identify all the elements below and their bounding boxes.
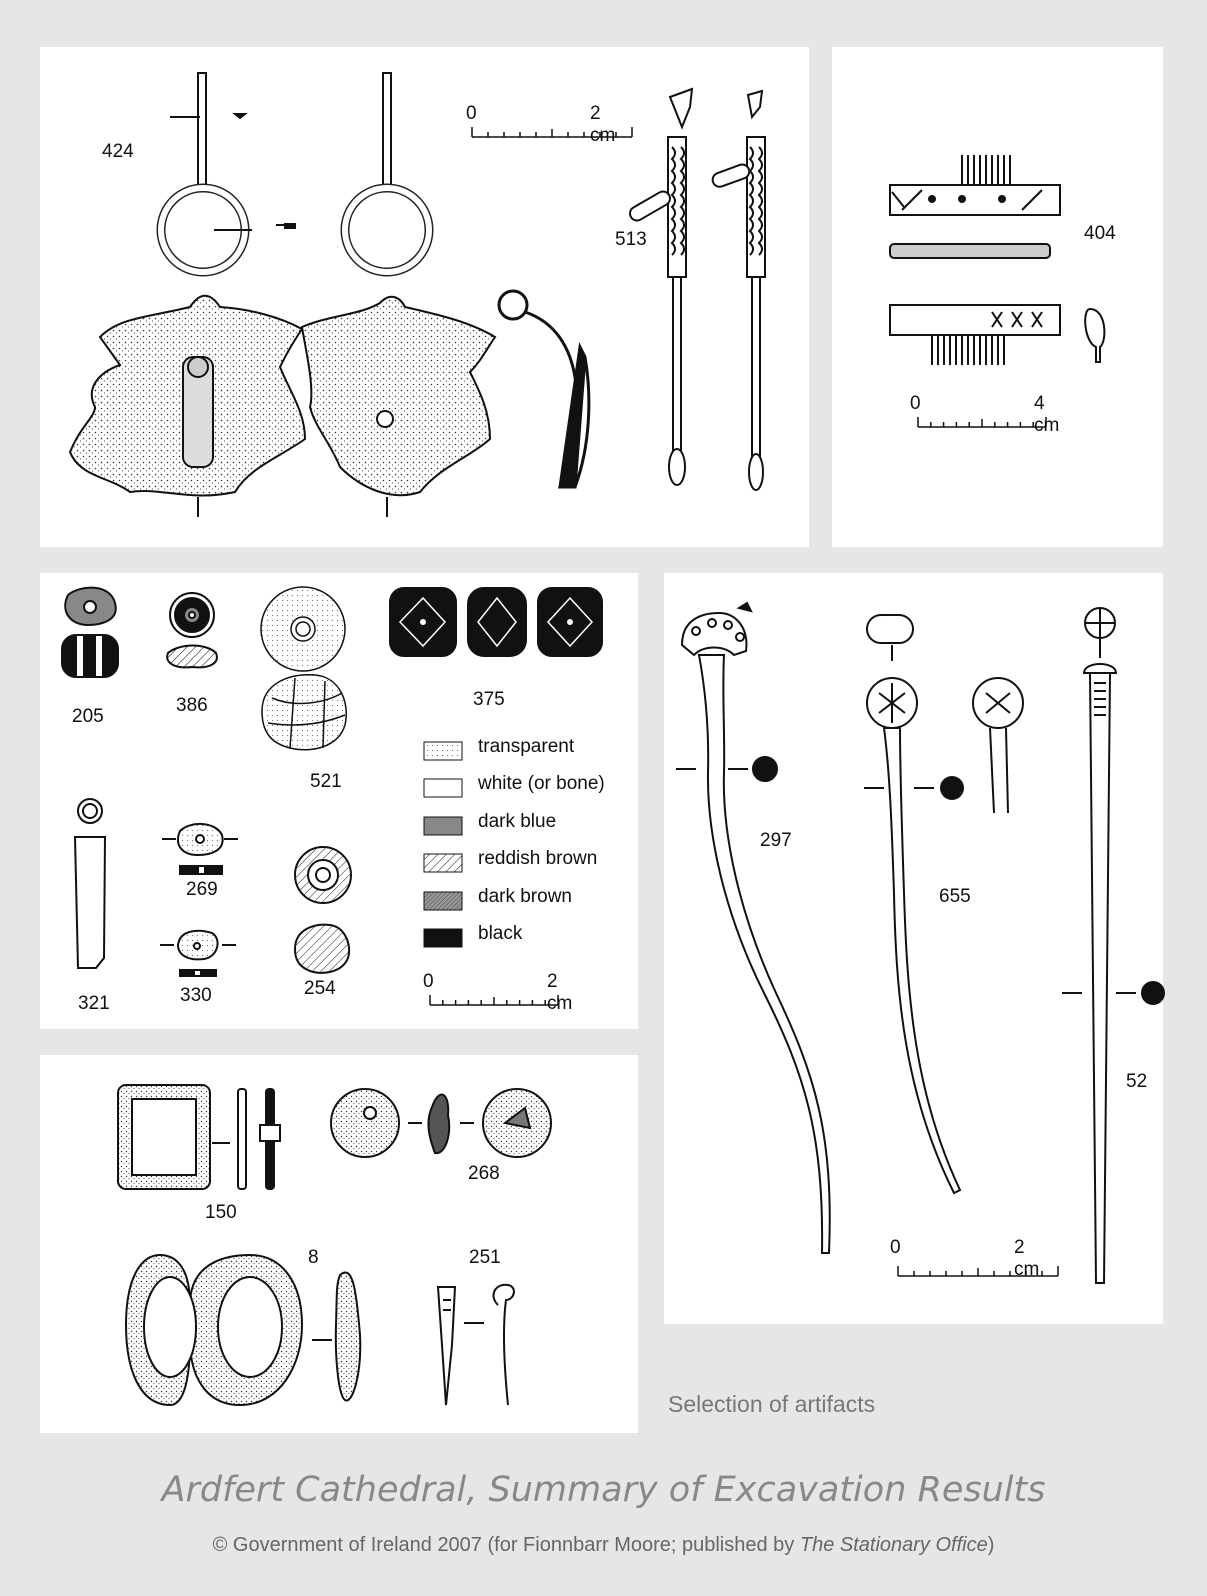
scale-d-end: 2 cm — [1014, 1237, 1040, 1280]
label-52: 52 — [1126, 1071, 1148, 1092]
bead-330 — [160, 929, 236, 977]
clip-profile — [497, 289, 591, 489]
label-269: 269 — [186, 879, 218, 900]
label-321: 321 — [78, 993, 110, 1014]
label-8: 8 — [308, 1247, 319, 1268]
badge-424-front — [68, 72, 307, 517]
scale-bar-d — [897, 1266, 1059, 1277]
legend: transparent white (or bone) dark blue re… — [478, 736, 605, 944]
scale-bar-b — [917, 417, 1047, 428]
label-297: 297 — [760, 830, 792, 851]
pin-251 — [436, 1283, 515, 1406]
bead-269 — [162, 823, 238, 875]
scale-bar-a — [471, 127, 633, 138]
button-268 — [330, 1088, 552, 1158]
bead-521 — [260, 586, 347, 751]
scale-d-start: 0 — [890, 1237, 901, 1258]
pin-513-side — [711, 89, 766, 491]
artifact-drawings-424-513 — [68, 72, 766, 517]
badge-424-back — [276, 72, 497, 517]
scale-c-start: 0 — [423, 971, 434, 992]
buckle-8 — [124, 1253, 362, 1407]
bead-321 — [73, 798, 107, 969]
credit-publisher: The Stationary Office — [799, 1534, 988, 1556]
panel-comb: 404 0 4 cm — [832, 47, 1163, 547]
page-title: Ardfert Cathedral, Summary of Excavation… — [161, 1470, 1046, 1510]
bead-205 — [61, 586, 119, 678]
legend-swatches — [423, 741, 463, 948]
label-150: 150 — [205, 1202, 237, 1223]
label-655: 655 — [939, 886, 971, 907]
scale-b-start: 0 — [910, 393, 921, 414]
bead-386 — [166, 592, 218, 669]
label-254: 254 — [304, 978, 336, 999]
figure-caption: Selection of artifacts — [668, 1391, 876, 1417]
pin-513 — [629, 87, 694, 486]
label-424: 424 — [102, 141, 134, 162]
label-513: 513 — [615, 229, 647, 250]
comb-404 — [889, 155, 1106, 365]
credit-close: ) — [987, 1534, 995, 1556]
scale-a-start: 0 — [466, 103, 477, 124]
scale-bar-c — [429, 995, 559, 1006]
panel-pins: 297 655 52 0 2 cm — [664, 573, 1165, 1324]
label-251: 251 — [469, 1247, 501, 1268]
scale-c-end: 2 cm — [547, 971, 573, 1014]
label-386: 386 — [176, 695, 208, 716]
credit-main: © Government of Ireland 2007 (for Fionnb… — [212, 1534, 800, 1556]
label-521: 521 — [310, 771, 342, 792]
label-205: 205 — [72, 706, 104, 727]
artifact-drawings-404 — [889, 155, 1106, 428]
artifact-drawings-pins — [676, 601, 1165, 1284]
label-375: 375 — [473, 689, 505, 710]
bead-254 — [293, 846, 352, 974]
label-404: 404 — [1084, 223, 1116, 244]
artifact-drawings-beads — [61, 586, 603, 1006]
scale-b-end: 4 cm — [1034, 393, 1060, 436]
pin-297 — [676, 601, 831, 1254]
panel-pilgrim-badge: 424 513 0 2 cm — [40, 47, 809, 547]
panel-beads: 205 386 521 375 269 330 321 254 transpar… — [40, 573, 638, 1029]
label-330: 330 — [180, 985, 212, 1006]
panel-buckles: 150 268 8 251 — [40, 1055, 638, 1433]
credit-line: © Government of Ireland 2007 (for Fionnb… — [0, 1534, 1207, 1557]
bead-375 — [389, 587, 603, 657]
artifact-drawings-buckles — [117, 1084, 552, 1407]
label-268: 268 — [468, 1163, 500, 1184]
pin-655 — [864, 614, 1024, 1195]
scale-a-end: 2 cm — [590, 103, 616, 146]
pin-52 — [1062, 607, 1165, 1284]
buckle-150 — [117, 1084, 281, 1190]
